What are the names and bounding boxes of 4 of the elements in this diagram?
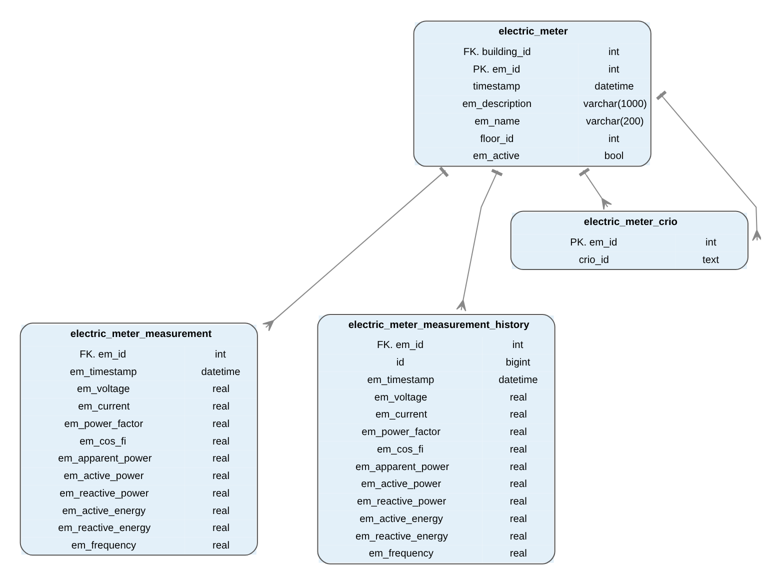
connector	[578, 167, 612, 210]
connector	[456, 168, 503, 312]
connector	[262, 166, 449, 331]
connector	[656, 90, 761, 241]
